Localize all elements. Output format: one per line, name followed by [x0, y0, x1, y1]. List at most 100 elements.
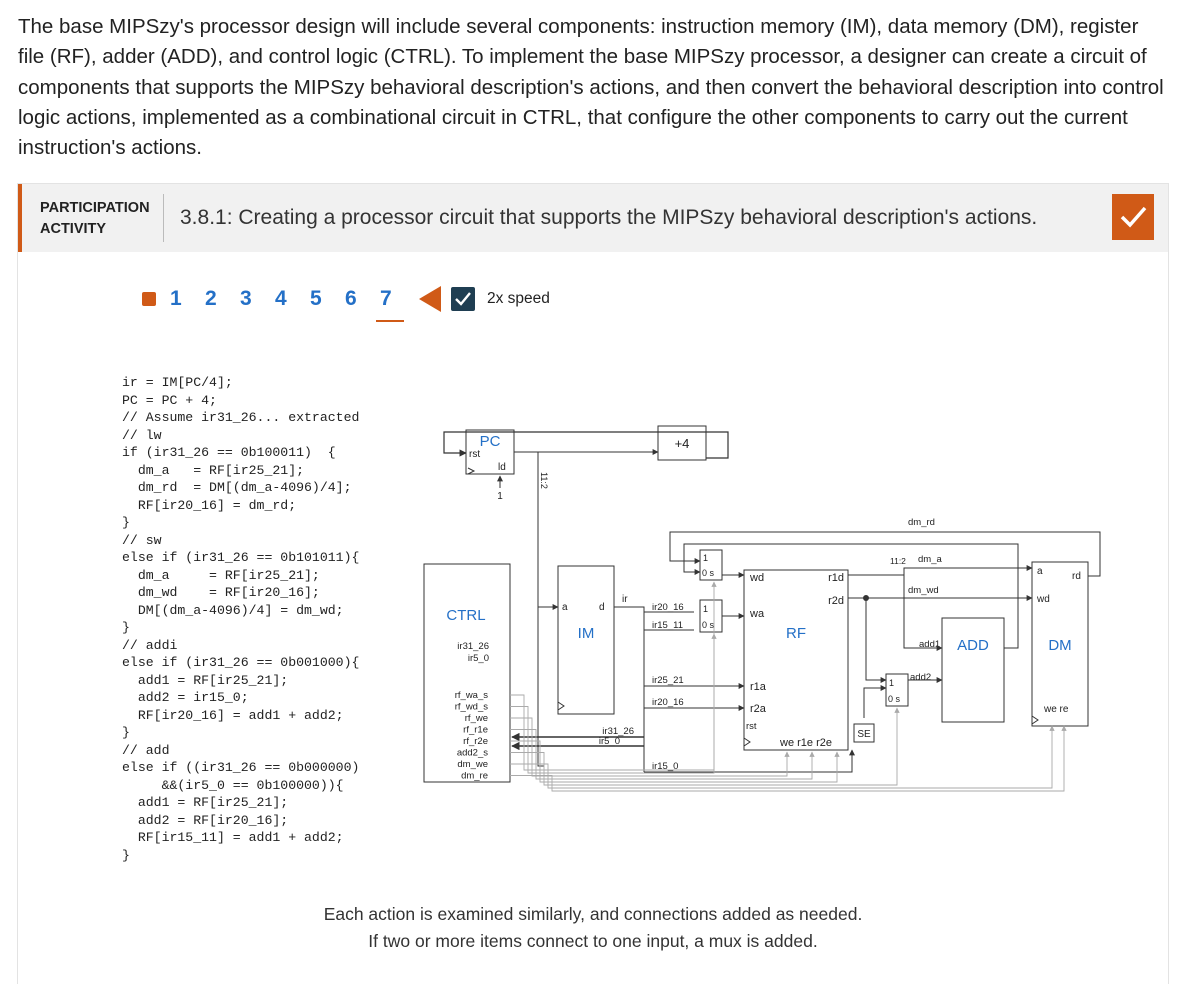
- ir25-21-label: ir25_21: [652, 675, 684, 686]
- completion-badge: [1112, 194, 1154, 240]
- ir-bus-wire: [614, 606, 645, 772]
- step-7-button[interactable]: 7: [376, 287, 415, 322]
- animation-controls: 1 2 3 4 5 6 7 2x speed: [142, 282, 550, 322]
- ctrl-output-rf-r1e: rf_r1e: [463, 725, 488, 736]
- r1d-to-dm-a-wire: [848, 565, 1033, 576]
- ctrl-wire-dm-re: [510, 725, 1067, 792]
- current-step-indicator: [376, 320, 404, 322]
- ir15-0-wire: [644, 749, 855, 773]
- adder-to-pc-wire: [443, 431, 729, 459]
- caption-line-2: If two or more items connect to one inpu…: [368, 931, 818, 951]
- ctrl-wire-rf-r2e: [510, 740, 840, 783]
- rf-wd-port: wd: [749, 572, 764, 584]
- im-a-port: a: [562, 602, 568, 613]
- dm-a-label: dm_a: [918, 554, 942, 565]
- pc-label: PC: [480, 433, 501, 450]
- ctrl-ir31-26-label: ir31_26: [457, 641, 489, 652]
- add-to-rf-wd-mux-wire: [683, 543, 1019, 649]
- dm-label: DM: [1048, 637, 1071, 654]
- ctrl-output-dm-we: dm_we: [457, 759, 488, 770]
- activity-title: 3.8.1: Creating a processor circuit that…: [180, 206, 1038, 229]
- ctrl-wire-add2-s: [510, 707, 900, 786]
- activity-type-line1: PARTICIPATION: [40, 200, 150, 216]
- rf-r2d-port: r2d: [828, 595, 844, 607]
- ctrl-output-add2-s: add2_s: [457, 748, 488, 759]
- add2-label: add2: [910, 672, 931, 683]
- r2d-to-add2-mux-wire: [865, 598, 887, 683]
- activity-header: PARTICIPATION ACTIVITY 3.8.1: Creating a…: [18, 184, 1168, 252]
- behavioral-code: ir = IM[PC/4]; PC = PC + 4; // Assume ir…: [122, 375, 360, 863]
- ir20-16-label: ir20_16: [652, 602, 684, 613]
- rf-wa-mux-1: 1: [703, 604, 708, 614]
- im-d-port: d: [599, 602, 605, 613]
- processor-diagram: PC rst ld 1 +4 11:2 CTRL ir31_26 ir5_0 r…: [423, 425, 1101, 792]
- pc-to-im-wire: [537, 452, 544, 767]
- im-label: IM: [578, 625, 595, 642]
- add2-mux-0s: 0 s: [888, 694, 901, 704]
- dm-clock-triangle: [1031, 715, 1039, 725]
- step-6-button[interactable]: 6: [345, 287, 357, 310]
- rf-wa-mux-0s: 0 s: [702, 620, 715, 630]
- start-button[interactable]: [142, 292, 156, 306]
- dm-wd-port: wd: [1036, 594, 1050, 605]
- dm-rd-port: rd: [1072, 571, 1081, 582]
- step-3-button[interactable]: 3: [240, 287, 252, 310]
- activity-type-label: PARTICIPATION ACTIVITY: [40, 198, 160, 240]
- rf-label: RF: [786, 625, 806, 642]
- ctrl-ir5-0-label: ir5_0: [468, 653, 489, 664]
- rf-rst-port: rst: [746, 721, 757, 732]
- ctrl-block: [423, 563, 511, 783]
- rf-wd-mux-0s: 0 s: [702, 568, 715, 578]
- rf-r2a-port: r2a: [750, 703, 767, 715]
- step-7-label: 7: [380, 287, 392, 310]
- ctrl-wire-rf-wd-s: [510, 633, 717, 774]
- back-arrow-icon[interactable]: [419, 286, 441, 312]
- rf-we-r1e-r2e-ports: we r1e r2e: [779, 737, 832, 749]
- step-5-button[interactable]: 5: [310, 287, 322, 310]
- ctrl-wire-rf-we: [510, 717, 790, 777]
- ctrl-wire-dm-we: [510, 725, 1055, 789]
- dm-rd-label: dm_rd: [908, 517, 935, 528]
- ir15-0-label: ir15_0: [652, 761, 678, 772]
- add-label: ADD: [957, 637, 989, 654]
- ctrl-output-rf-we: rf_we: [465, 713, 488, 724]
- ir31-26-label: ir31_26: [602, 726, 634, 737]
- rf-clock-triangle: [743, 737, 751, 747]
- pc-clock-triangle: [467, 467, 476, 475]
- participation-activity: PARTICIPATION ACTIVITY 3.8.1: Creating a…: [18, 184, 1168, 984]
- ir-label: ir: [622, 594, 628, 605]
- tap-11-2b-label: 11:2: [890, 556, 906, 566]
- caption-line-1: Each action is examined similarly, and c…: [323, 904, 863, 924]
- pc-rst-label: rst: [469, 449, 480, 460]
- r1d-to-add1-wire: [903, 575, 943, 651]
- pc-register: [465, 429, 515, 475]
- checkmark-icon: [1120, 206, 1147, 228]
- tap-11-2-label: 11:2: [539, 472, 549, 489]
- se-to-mux-wire: [863, 685, 887, 718]
- pc-ld-label: ld: [498, 462, 506, 473]
- ctrl-output-rf-r2e: rf_r2e: [463, 736, 488, 747]
- ctrl-output-rf-wd-s: rf_wd_s: [455, 702, 489, 713]
- pc-ld-value: 1: [497, 491, 503, 502]
- speed-checkbox[interactable]: [451, 287, 475, 311]
- se-label: SE: [857, 729, 871, 740]
- rf-r1a-port: r1a: [750, 681, 767, 693]
- rf-wd-mux-1: 1: [703, 553, 708, 563]
- header-divider: [163, 194, 164, 242]
- activity-type-line2: ACTIVITY: [40, 221, 107, 237]
- ir20-16b-label: ir20_16: [652, 697, 684, 708]
- dm-wd-label: dm_wd: [908, 585, 939, 596]
- dm-block: [1031, 561, 1089, 727]
- ctrl-output-rf-wa-s: rf_wa_s: [455, 690, 489, 701]
- step-2-button[interactable]: 2: [205, 287, 217, 310]
- speed-label[interactable]: 2x speed: [487, 290, 550, 307]
- rf-wd-mux: [699, 549, 723, 581]
- step-4-button[interactable]: 4: [275, 287, 287, 310]
- add1-label: add1: [919, 639, 940, 650]
- ir5-0-label: ir5_0: [599, 736, 620, 747]
- rf-wa-port: wa: [749, 608, 765, 620]
- im-block: [557, 565, 615, 715]
- add2-mux-1: 1: [889, 678, 894, 688]
- step-1-button[interactable]: 1: [170, 287, 182, 310]
- dm-a-port: a: [1037, 566, 1043, 577]
